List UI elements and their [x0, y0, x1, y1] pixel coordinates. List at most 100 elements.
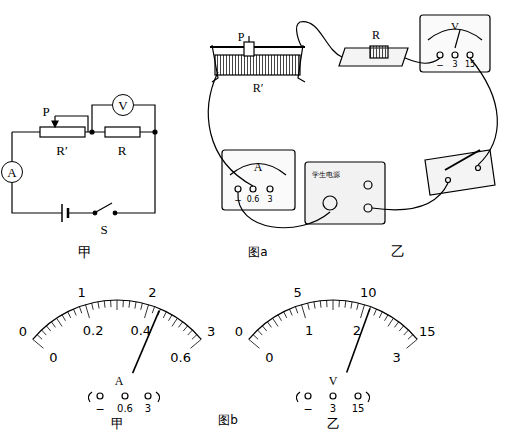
dial-tick	[395, 322, 399, 328]
figure-label: 0.6	[247, 196, 260, 204]
figure-label: 学生电源	[312, 172, 340, 179]
dial-tick	[258, 330, 263, 335]
dial-tick	[308, 303, 310, 310]
figure-label: 5	[294, 286, 302, 299]
figure-label: 乙	[391, 244, 405, 258]
figure-label: R	[118, 144, 127, 157]
dial-tick	[192, 335, 197, 340]
figure-label: 0.4	[130, 324, 151, 337]
dial-tick	[301, 305, 305, 318]
figure-label: 3	[452, 61, 457, 69]
dial-tick	[141, 303, 143, 310]
dial-tick	[399, 326, 403, 331]
dial-tick	[37, 335, 42, 340]
dial-tick	[128, 301, 130, 308]
meter-letter: A	[7, 166, 16, 179]
meter-symbol: A	[1, 161, 23, 183]
dial-tick	[278, 315, 282, 321]
dial-tick	[333, 300, 334, 310]
figure-label: −	[95, 404, 104, 415]
schematic-wires	[12, 105, 157, 222]
dial-tick	[191, 339, 202, 348]
figure-label: P	[42, 105, 49, 118]
resistor-symbol	[105, 127, 140, 137]
figure-label: 15	[465, 61, 475, 69]
figure-label: 图b	[218, 414, 238, 426]
dial-tick	[152, 307, 154, 314]
figure-label: 0	[49, 350, 57, 363]
dial-tick	[68, 312, 71, 318]
dial-tick	[273, 318, 278, 326]
figure-label: A	[254, 161, 263, 173]
dial-tick	[117, 300, 118, 310]
figure-label: 0	[235, 324, 243, 337]
dial-tick	[379, 312, 382, 318]
figure-label: 图a	[248, 246, 267, 258]
dial-tick	[92, 303, 94, 310]
figure-label: R	[372, 29, 380, 41]
figure-label: 1	[305, 324, 313, 337]
dial-tick	[357, 303, 359, 310]
dial-tick	[361, 305, 365, 318]
dial-tick	[98, 302, 99, 309]
dial-tick	[253, 335, 258, 340]
meter-needle	[133, 311, 160, 374]
figure-label: 15	[419, 324, 436, 337]
dial-tick	[326, 300, 327, 307]
dial-tick	[267, 322, 271, 328]
figure-label: 2	[148, 286, 156, 299]
dial-tick	[57, 318, 62, 326]
figure-label: −	[303, 404, 312, 415]
figure-label: A	[115, 375, 124, 387]
dial-tick	[163, 312, 166, 318]
dial-tick	[110, 300, 111, 307]
dial-tick	[408, 335, 413, 340]
dial-tick	[314, 302, 315, 309]
figure-label: P	[238, 31, 245, 43]
figure-label: V	[329, 375, 338, 387]
dial-tick	[289, 309, 292, 315]
figure-label: V	[451, 21, 459, 32]
figure-label: −	[436, 61, 444, 70]
figure-label: 甲	[111, 417, 124, 430]
figure-label: 0	[265, 350, 273, 363]
dial-tick	[249, 339, 260, 348]
figure-label: 0.6	[170, 350, 191, 363]
figure-label: R′	[253, 82, 264, 94]
figure-label: 3	[145, 404, 151, 414]
meter-dials	[33, 300, 418, 402]
figure-label: 甲	[78, 245, 92, 259]
figure-label: R′	[56, 144, 68, 157]
dial-tick	[169, 315, 173, 321]
figure-label: 10	[360, 286, 377, 299]
rheostat-symbol	[40, 127, 85, 137]
figure-label: 2	[353, 324, 361, 337]
figure-label: 乙	[327, 417, 340, 430]
meter-symbol: V	[112, 94, 134, 116]
dial-tick	[388, 318, 393, 326]
dial-tick	[188, 330, 193, 335]
dial-tick	[295, 307, 297, 314]
figure-label: 3	[330, 404, 336, 414]
dial-tick	[183, 326, 187, 331]
meter-letter: V	[118, 99, 127, 112]
dial-tick	[351, 302, 352, 309]
dial-tick	[104, 301, 106, 308]
dial-tick	[51, 322, 55, 328]
dial-tick	[145, 305, 149, 318]
dial-tick	[33, 339, 44, 348]
meter-needle	[347, 309, 370, 373]
rheostat-coil	[215, 55, 300, 75]
apparatus	[208, 15, 497, 228]
dial-tick	[407, 339, 418, 348]
figure-label: 0.2	[83, 324, 104, 337]
figure-label: 3	[207, 324, 215, 337]
figure-label: −	[234, 196, 242, 205]
dial-arc	[33, 300, 202, 339]
dial-tick	[85, 305, 89, 318]
dial-tick	[385, 315, 389, 321]
dial-tick	[374, 309, 377, 315]
dial-tick	[73, 309, 76, 315]
